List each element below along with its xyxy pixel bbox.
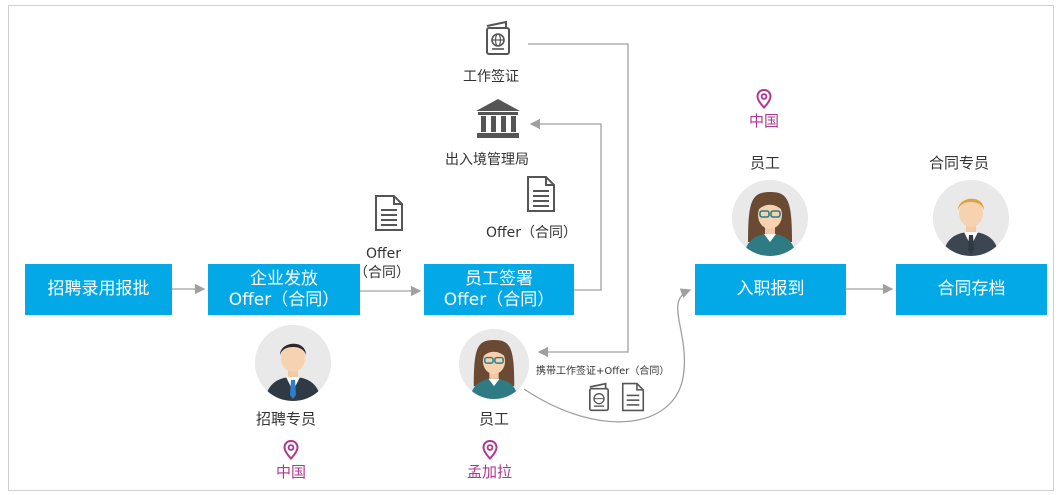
arrow-employee-to-onboard (523, 288, 692, 423)
diagram-frame (8, 5, 1054, 491)
sign-offer-box: 员工签署 Offer（合同） (424, 264, 574, 315)
bank-icon (476, 99, 520, 138)
offer-arrow-label-1: Offer (366, 246, 402, 262)
passport-icon (589, 382, 609, 412)
archive-box: 合同存档 (896, 264, 1047, 315)
approval-box: 招聘录用报批 (25, 264, 172, 315)
onboard-box: 入职报到 (695, 264, 846, 315)
issue-offer-line1: 企业发放 (249, 268, 318, 289)
employee-bd-location-label: 孟加拉 (467, 463, 513, 481)
recruiter-location: 中国 (276, 440, 306, 482)
arrow-visa-to-employee (528, 43, 629, 358)
recruiter-label: 招聘专员 (256, 410, 317, 428)
location-pin-icon (756, 89, 772, 109)
document-icon (621, 382, 645, 412)
offer-contract-label: Offer（合同） (486, 225, 578, 241)
employee-bd-location: 孟加拉 (467, 440, 512, 482)
location-pin-icon (283, 440, 299, 460)
avatar (732, 180, 808, 256)
document-icon (375, 195, 403, 231)
offer-arrow-label-2: （合同） (354, 265, 410, 281)
arrow-sign-to-immigration (529, 118, 602, 291)
employee-cn-location: 中国 (749, 89, 779, 131)
work-visa-label: 工作签证 (463, 69, 519, 85)
issue-offer-box: 企业发放 Offer（合同） (208, 264, 360, 315)
employee-cn-location-label: 中国 (749, 112, 780, 130)
document-icon (527, 176, 555, 212)
contract-specialist-label: 合同专员 (929, 154, 990, 172)
immigration-label: 出入境管理局 (445, 152, 529, 168)
approval-label: 招聘录用报批 (47, 279, 150, 299)
passport-icon (486, 20, 510, 55)
avatar (933, 180, 1009, 256)
sign-offer-line1: 员工签署 (464, 268, 533, 289)
avatar (255, 325, 331, 401)
location-pin-icon (481, 440, 498, 460)
archive-label: 合同存档 (937, 279, 1006, 299)
employee-bd-label: 员工 (479, 410, 510, 428)
avatar (459, 329, 529, 399)
issue-offer-line2: Offer（合同） (228, 289, 340, 310)
carry-label: 携带工作签证+Offer（合同） (536, 366, 670, 377)
sign-offer-line2: Offer（合同） (443, 289, 555, 310)
recruiter-location-label: 中国 (276, 463, 307, 481)
onboard-label: 入职报到 (736, 279, 805, 299)
employee-cn-label: 员工 (750, 154, 781, 172)
